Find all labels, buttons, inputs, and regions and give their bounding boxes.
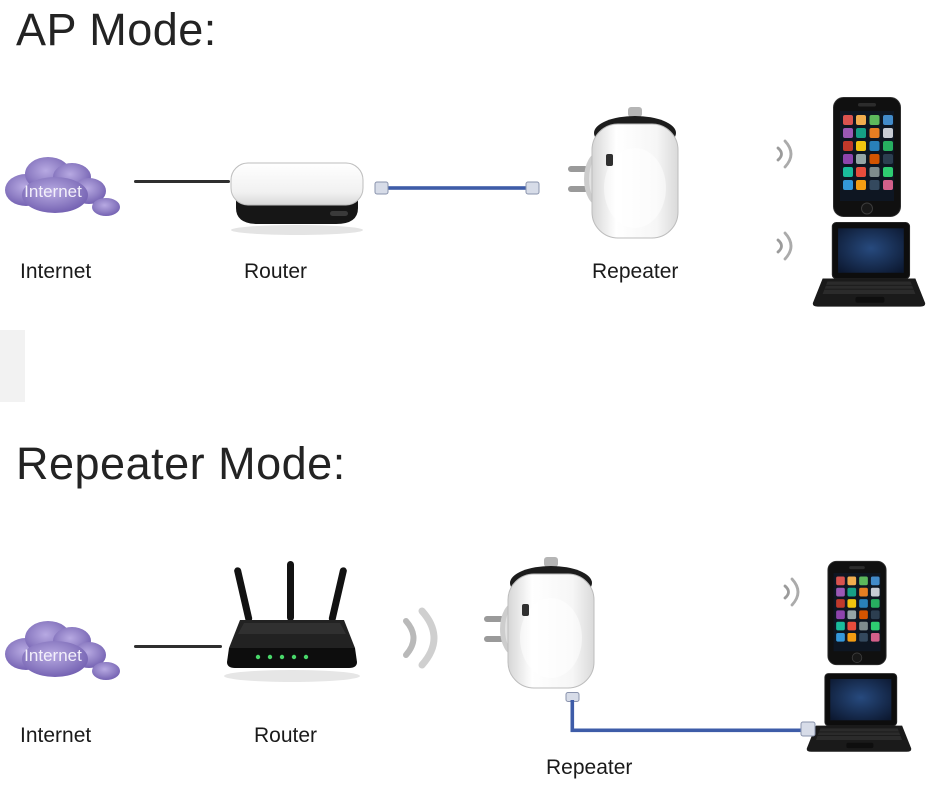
repeater-icon (484, 557, 595, 689)
plug-pin-icon (568, 166, 588, 172)
repeater-top-nub (628, 107, 642, 117)
phone-app-grid (843, 115, 893, 190)
cloud-shape (5, 157, 120, 216)
phone-app-grid (836, 576, 880, 642)
cloud-router-line (134, 645, 222, 648)
plug-pin-icon (568, 186, 588, 192)
wifi-waves-large-icon (403, 607, 438, 669)
router-label: Router (244, 260, 308, 283)
router-status-leds (255, 654, 309, 660)
cloud-router-line (134, 180, 230, 183)
repeater-led (606, 154, 613, 166)
cable-line (386, 186, 528, 190)
repeater-mode-title: Repeater Mode: (16, 438, 346, 489)
internet-cloud-icon: Internet (5, 157, 120, 216)
cable-connector-right (525, 181, 540, 195)
repeater-label: Repeater (592, 260, 679, 283)
smartphone-icon (833, 97, 901, 217)
cable-line-horizontal (570, 728, 803, 733)
laptop-icon (806, 673, 912, 752)
repeater-label: Repeater (546, 756, 633, 779)
laptop-icon (812, 222, 926, 307)
plug-pin-icon (484, 636, 504, 642)
internet-label: Internet (20, 724, 92, 747)
page-edge-artifact (0, 330, 25, 402)
ap-mode-title: AP Mode: (16, 4, 217, 55)
wifi-waves-icon (776, 139, 793, 169)
cloud-internet-text: Internet (24, 646, 82, 665)
router-antennas (234, 561, 347, 623)
repeater-led (522, 604, 529, 616)
wifi-waves-icon (783, 577, 800, 607)
smartphone-icon (827, 560, 887, 666)
cable-line-vertical (570, 700, 575, 730)
cable-connector-laptop (800, 721, 816, 737)
ethernet-cable (565, 692, 816, 737)
wireless-router-icon (224, 561, 360, 682)
repeater-icon (568, 107, 679, 239)
router-icon (230, 162, 364, 235)
internet-cloud-icon: Internet (5, 621, 120, 680)
ethernet-cable (374, 181, 540, 195)
repeater-top-nub (544, 557, 558, 567)
cloud-shape (5, 621, 120, 680)
plug-pin-icon (484, 616, 504, 622)
internet-label: Internet (20, 260, 92, 283)
cable-connector-left (374, 181, 389, 195)
cloud-internet-text: Internet (24, 182, 82, 201)
router-label: Router (254, 724, 318, 747)
wifi-waves-icon (776, 231, 793, 261)
